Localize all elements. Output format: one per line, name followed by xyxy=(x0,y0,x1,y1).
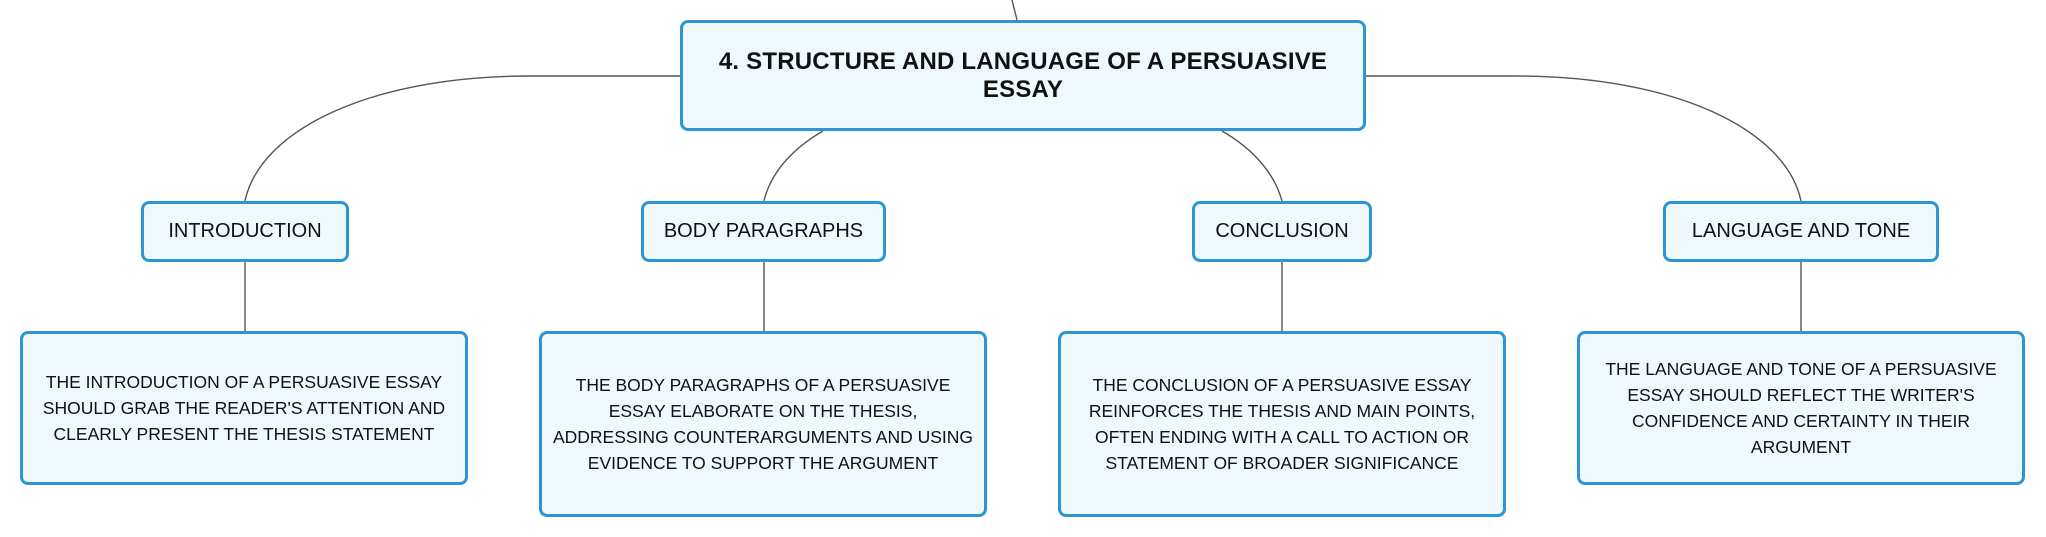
connector-root-to-introduction xyxy=(244,75,680,202)
branch-node-body-paragraphs[interactable]: BODY PARAGRAPHS xyxy=(641,201,886,262)
connector-root-to-body xyxy=(763,130,824,202)
root-topic-node[interactable]: 4. STRUCTURE AND LANGUAGE OF A PERSUASIV… xyxy=(680,20,1366,131)
branch-label-language-and-tone: LANGUAGE AND TONE xyxy=(1691,220,1911,242)
connector-root-to-language xyxy=(1366,75,1802,202)
branch-label-conclusion: CONCLUSION xyxy=(1215,220,1349,242)
detail-node-conclusion[interactable]: THE CONCLUSION OF A PERSUASIVE ESSAY REI… xyxy=(1058,331,1506,517)
root-topic-label: 4. STRUCTURE AND LANGUAGE OF A PERSUASIV… xyxy=(718,47,1328,103)
detail-text-language-and-tone: THE LANGUAGE AND TONE OF A PERSUASIVE ES… xyxy=(1605,359,1997,457)
branch-node-conclusion[interactable]: CONCLUSION xyxy=(1192,201,1372,262)
branch-label-body-paragraphs: BODY PARAGRAPHS xyxy=(663,220,864,242)
detail-node-language-and-tone[interactable]: THE LANGUAGE AND TONE OF A PERSUASIVE ES… xyxy=(1577,331,2025,485)
detail-text-introduction: THE INTRODUCTION OF A PERSUASIVE ESSAY S… xyxy=(42,372,446,444)
connector-root-to-parent xyxy=(1011,0,1018,21)
detail-text-conclusion: THE CONCLUSION OF A PERSUASIVE ESSAY REI… xyxy=(1088,375,1476,473)
detail-text-body-paragraphs: THE BODY PARAGRAPHS OF A PERSUASIVE ESSA… xyxy=(552,375,974,473)
connector-root-to-conclusion xyxy=(1221,130,1283,202)
branch-label-introduction: INTRODUCTION xyxy=(168,220,322,242)
detail-node-introduction[interactable]: THE INTRODUCTION OF A PERSUASIVE ESSAY S… xyxy=(20,331,468,485)
branch-node-introduction[interactable]: INTRODUCTION xyxy=(141,201,349,262)
detail-node-body-paragraphs[interactable]: THE BODY PARAGRAPHS OF A PERSUASIVE ESSA… xyxy=(539,331,987,517)
branch-node-language-and-tone[interactable]: LANGUAGE AND TONE xyxy=(1663,201,1939,262)
